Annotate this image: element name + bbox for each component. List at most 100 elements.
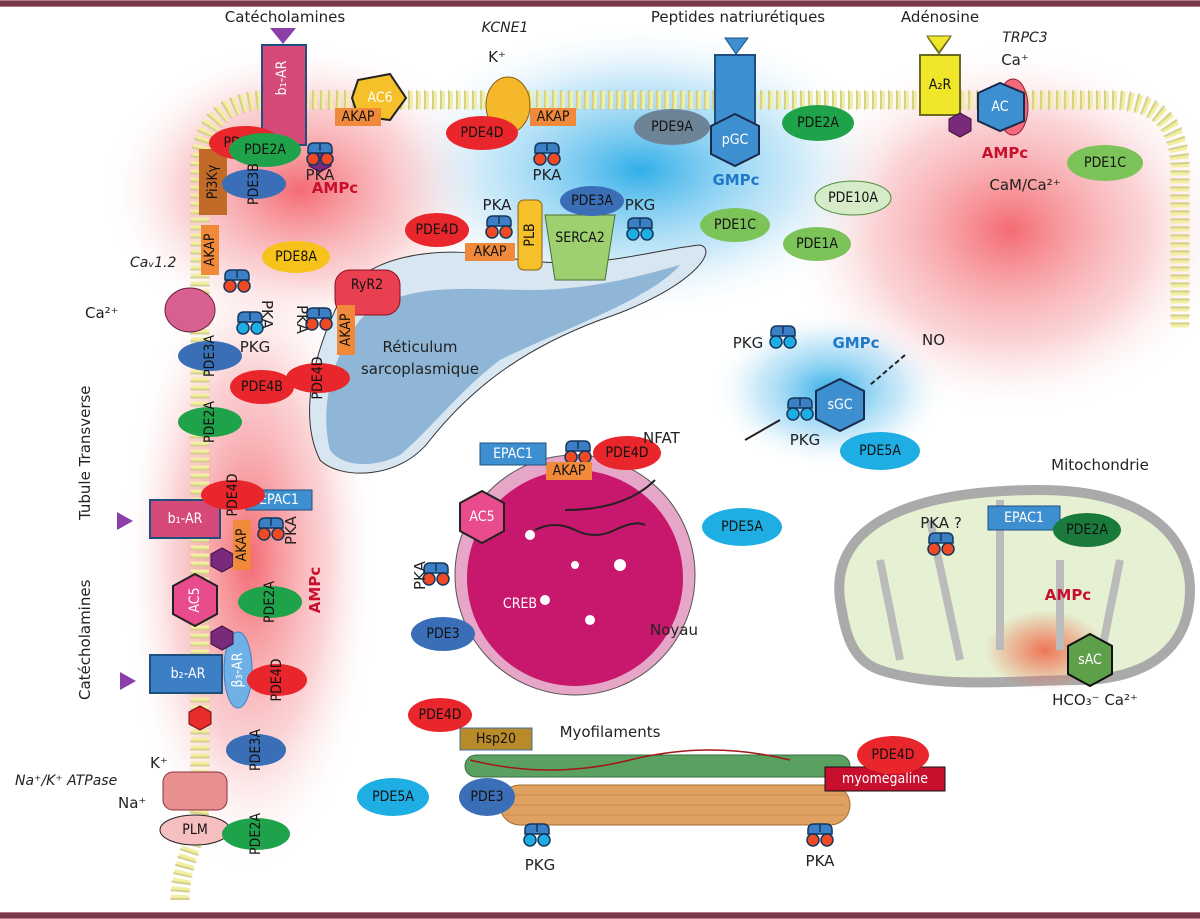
pde-oval-pde4d-nuc: PDE4D — [593, 436, 661, 470]
gi-icon — [188, 705, 212, 731]
pde-label: PDE1A — [796, 236, 838, 252]
na-k-atpase-label: Na⁺/K⁺ ATPase — [15, 773, 117, 789]
pde-label: PDE4D — [225, 474, 241, 517]
nucleus — [454, 454, 696, 696]
pde-oval-shape — [634, 109, 710, 145]
svg-text:Pi3Kγ: Pi3Kγ — [205, 164, 221, 199]
pde-label: PDE4D — [419, 707, 462, 723]
mitochondria-label: Mitochondrie — [1051, 456, 1149, 474]
pde-oval-pde4d-epac: PDE4D — [201, 474, 265, 517]
pde-label: PDE1C — [1084, 155, 1126, 171]
pka-label: PKA — [293, 305, 311, 335]
ac5-nucleus-label: AC5 — [469, 509, 494, 525]
pde-oval-shape — [459, 778, 515, 816]
b3-ar-receptor — [223, 631, 253, 709]
pde-oval-pde2a-pgc: PDE2A — [782, 105, 854, 141]
k-ion-label: K⁺ — [488, 48, 506, 66]
pde-oval-shape — [857, 736, 929, 774]
k-atpase-label: K⁺ — [150, 754, 168, 772]
pka-label: PKA — [483, 196, 513, 214]
pde-oval-pde3a-b2: PDE3A — [226, 729, 286, 771]
pde-oval-pde4d-myo: PDE4D — [857, 736, 929, 774]
ampc-label: AMPc — [306, 567, 324, 613]
pde-oval-shape — [230, 370, 294, 404]
pde-oval-pde8a: PDE8A — [262, 241, 330, 273]
pde-oval-shape — [408, 698, 472, 732]
ampc-label: AMPc — [982, 144, 1028, 162]
pde-oval-shape — [247, 664, 307, 696]
pde-oval-pde5a-sgc: PDE5A — [840, 432, 920, 470]
pde-oval-pde2a-top: PDE2A — [229, 133, 301, 167]
pde-oval-shape — [593, 436, 661, 470]
pde-label: PDE4D — [269, 659, 285, 702]
svg-text:SERCA2: SERCA2 — [555, 230, 604, 246]
pde-oval-pde4d-kcne1: PDE4D — [446, 116, 518, 150]
pde-label: PDE3A — [202, 335, 218, 377]
svg-text:Hsp20: Hsp20 — [476, 731, 516, 747]
pde-oval-shape — [262, 241, 330, 273]
svg-text:PLB: PLB — [522, 223, 538, 246]
pka-label: PKA — [258, 300, 276, 330]
svg-text:AKAP: AKAP — [537, 109, 570, 125]
ampc-label: AMPc — [1045, 586, 1091, 604]
pde-oval-shape — [178, 407, 242, 437]
pde-oval-shape — [226, 734, 286, 766]
pde-label: PDE4D — [872, 747, 915, 763]
svg-text:AKAP: AKAP — [338, 313, 354, 346]
pde-label: PDE1C — [714, 217, 756, 233]
ca-trpc3-label: Ca⁺ — [1001, 51, 1029, 69]
pde-oval-shape — [357, 778, 429, 816]
pde-label: PDE2A — [797, 115, 839, 131]
svg-text:EPAC1: EPAC1 — [1004, 510, 1044, 526]
gmpc-label: GMPc — [832, 334, 879, 352]
pde-oval-shape — [201, 480, 265, 510]
pka-label: PKA — [533, 166, 563, 184]
svg-text:EPAC1: EPAC1 — [493, 446, 533, 462]
pka-label: PKA — [806, 852, 836, 870]
sr-label: sarcoplasmique — [361, 360, 479, 378]
svg-text:AKAP: AKAP — [234, 528, 250, 561]
pde-oval-shape — [700, 208, 770, 242]
hsp20-box: Hsp20 — [459, 727, 533, 751]
cam-ca-label: CaM/Ca²⁺ — [989, 176, 1060, 194]
pde-oval-shape — [1053, 513, 1121, 547]
pde-label: PDE4D — [606, 445, 649, 461]
pde-oval-pde4d-ryr: PDE4D — [286, 357, 350, 399]
pde-oval-shape — [782, 105, 854, 141]
catecholamines-top-label: Catécholamines — [225, 8, 346, 26]
pka-label: PKA — [282, 515, 300, 545]
ryr2-channel — [334, 269, 401, 316]
pde-oval-pde1c-mid: PDE1C — [700, 208, 770, 242]
ac5-side-label: AC5 — [187, 587, 203, 612]
pde-label: PDE2A — [262, 581, 278, 623]
nucleus-label: Noyau — [650, 621, 698, 639]
kcne1-label: KCNE1 — [482, 20, 529, 36]
pde-label: PDE9A — [651, 119, 693, 135]
pde-oval-pde1a: PDE1A — [783, 227, 851, 261]
catecholamines-side-label: Catécholamines — [76, 579, 94, 700]
sac-enzyme — [1067, 632, 1113, 688]
plb-box: PLB — [517, 199, 543, 271]
akap-plb-box: AKAP — [465, 243, 515, 261]
pde-oval-shape — [560, 186, 624, 216]
b1-ar-top-receptor — [261, 28, 307, 146]
pde-oval-shape — [229, 133, 301, 167]
pka-icon — [806, 823, 834, 847]
no-label: NO — [922, 331, 945, 349]
gmpc-label: GMPc — [712, 171, 759, 189]
sgc-label: sGC — [827, 397, 852, 413]
svg-text:AKAP: AKAP — [342, 109, 375, 125]
pde-oval-pde2a-mito: PDE2A — [1053, 513, 1121, 547]
na-k-atpase — [162, 771, 228, 811]
pde-oval-shape — [783, 227, 851, 261]
pde-oval-pde1c-top: PDE1C — [1067, 145, 1143, 181]
hco3-ca-label: HCO₃⁻ Ca²⁺ — [1052, 691, 1138, 709]
pde-oval-shape — [702, 508, 782, 546]
pde-oval-shape — [286, 363, 350, 393]
pde-label: PDE4D — [416, 222, 459, 238]
a2r-label: A₂R — [929, 77, 952, 93]
pde-oval-shape — [411, 617, 475, 651]
ttubule-label: Tubule Transverse — [76, 385, 94, 521]
pde-oval-pde2a-plm: PDE2A — [222, 813, 290, 855]
